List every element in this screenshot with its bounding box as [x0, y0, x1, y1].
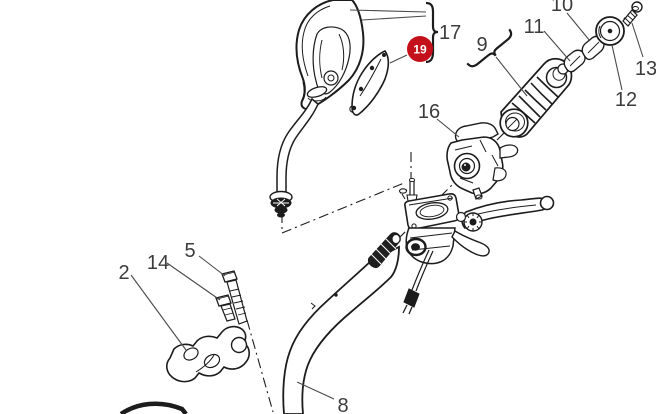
bracket-9 — [466, 28, 513, 68]
callout-label-13[interactable]: 13 — [635, 58, 656, 80]
leader-lines — [130, 9, 644, 400]
cutoff-component-arc — [119, 401, 188, 414]
centerline-clamp-axis — [246, 319, 274, 413]
highlight-circle[interactable] — [407, 36, 433, 62]
mirror-stem — [269, 86, 328, 218]
mirror-cover — [349, 50, 390, 116]
barend-weight — [595, 16, 625, 46]
callout-label-17[interactable]: 17 — [439, 22, 461, 44]
handlebar — [282, 232, 401, 414]
barend-expander-cone — [563, 49, 586, 73]
handlebar-clamp — [166, 325, 250, 383]
callout-label-11[interactable]: 11 — [524, 16, 545, 38]
centerline-mirror-axis — [281, 152, 412, 234]
bracket-17 — [425, 1, 439, 64]
highlighted-callout-badge[interactable]: 19 — [407, 36, 433, 62]
throttle-grip — [499, 57, 573, 138]
barend-screw — [622, 1, 643, 27]
callout-label-16[interactable]: 16 — [418, 101, 440, 123]
switch-housing — [446, 122, 519, 200]
callout-label-5[interactable]: 5 — [184, 240, 195, 262]
clamp-bolt-long — [221, 270, 248, 325]
brake-switch-wire — [402, 249, 434, 315]
callout-label-9[interactable]: 9 — [476, 34, 487, 56]
brake-lever — [455, 195, 555, 232]
callout-label-10[interactable]: 10 — [551, 0, 573, 16]
callout-label-19[interactable]: 19 — [413, 43, 427, 57]
clamp-bolt-short — [215, 294, 236, 322]
callout-label-8[interactable]: 8 — [337, 395, 348, 414]
callout-label-14[interactable]: 14 — [147, 252, 169, 274]
callout-label-12[interactable]: 12 — [615, 89, 637, 111]
callout-label-2[interactable]: 2 — [118, 262, 129, 284]
brake-master-cylinder — [398, 177, 490, 265]
rearview-mirror — [295, 0, 365, 111]
callout-labels: 2 5 8 9 10 11 12 13 14 16 17 — [118, 0, 656, 414]
